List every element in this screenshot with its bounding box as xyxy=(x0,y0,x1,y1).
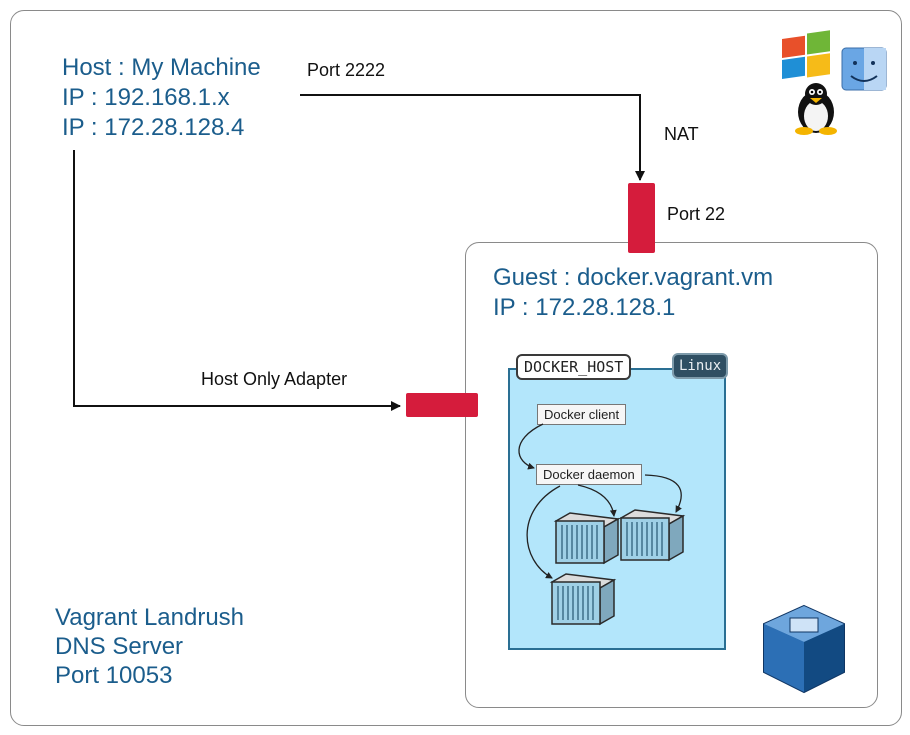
host-only-adapter-label: Host Only Adapter xyxy=(201,369,348,389)
nat-arrow xyxy=(300,94,645,181)
port-22-label: Port 22 xyxy=(667,204,726,224)
finder-logo-icon xyxy=(841,47,887,91)
host-only-arrow xyxy=(73,150,401,411)
nat-label: NAT xyxy=(664,124,699,144)
daemon-to-container-2-arrow xyxy=(644,474,682,513)
guest-ip: IP : 172.28.128.1 xyxy=(493,294,676,321)
guest-title: Guest : docker.vagrant.vm xyxy=(493,264,774,291)
dns-line-2: DNS Server xyxy=(55,633,184,660)
dns-line-3: Port 10053 xyxy=(55,662,173,689)
daemon-to-container-3-arrow xyxy=(526,485,561,579)
docker-daemon-box: Docker daemon xyxy=(536,464,642,485)
host-only-adapter xyxy=(406,393,478,417)
virtualbox-logo-icon xyxy=(763,604,845,694)
linux-tux-icon xyxy=(795,83,837,135)
host-ip-1: IP : 192.168.1.x xyxy=(62,84,230,111)
dns-line-1: Vagrant Landrush xyxy=(55,604,245,631)
client-to-daemon-arrow xyxy=(518,423,544,470)
port-2222-label: Port 2222 xyxy=(307,60,386,80)
docker-host-tag: DOCKER_HOST xyxy=(516,354,632,380)
windows-logo-icon xyxy=(782,30,830,79)
host-title: Host : My Machine xyxy=(62,54,261,81)
port-22-adapter xyxy=(628,183,655,253)
docker-client-box: Docker client xyxy=(537,404,627,425)
host-ip-2: IP : 172.28.128.4 xyxy=(62,114,245,141)
linux-tag: Linux xyxy=(672,353,729,379)
daemon-to-container-1-arrow xyxy=(577,484,617,517)
